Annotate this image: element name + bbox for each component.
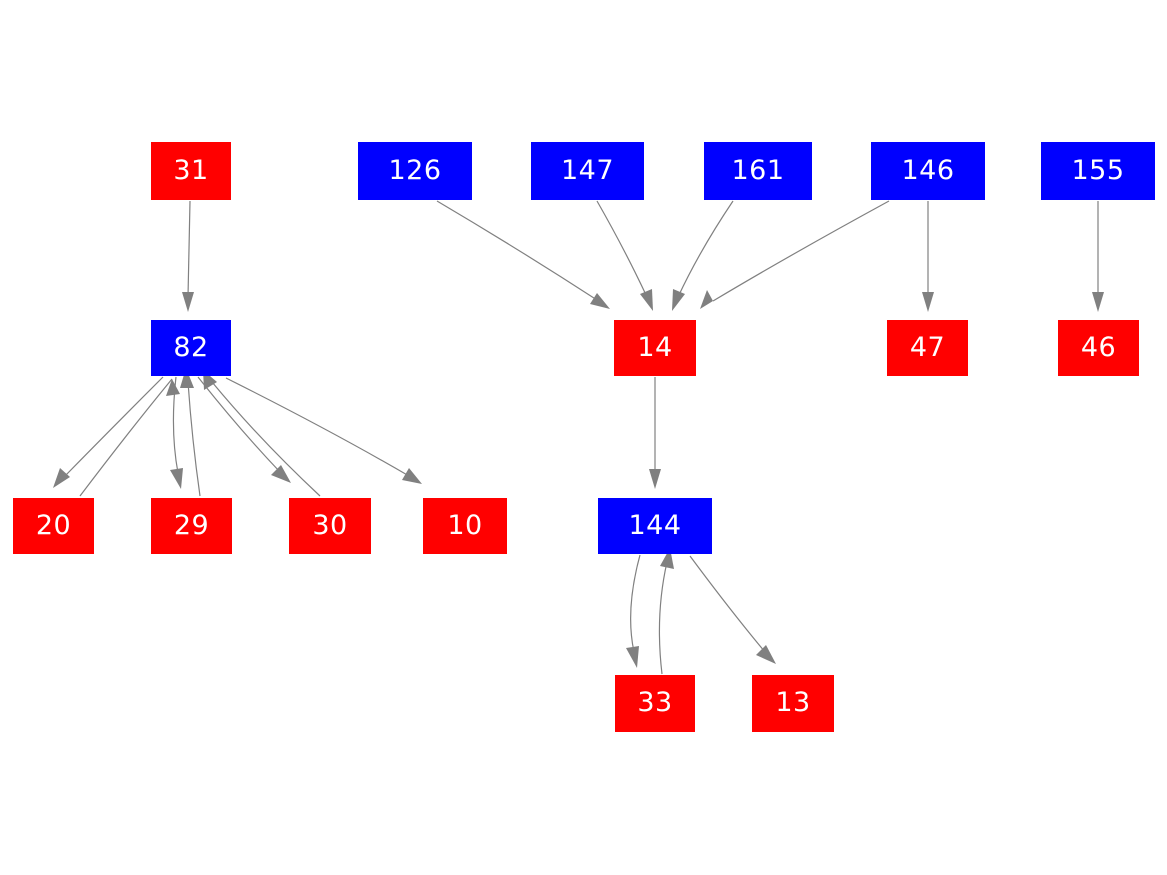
arrowhead-icon (170, 468, 183, 489)
edge-line (197, 376, 281, 473)
graph-node-47[interactable]: 47 (887, 320, 968, 376)
edge-line (712, 200, 890, 302)
edge-14-to-144 (649, 377, 661, 489)
graph-node-label: 144 (628, 509, 682, 541)
arrowhead-icon (672, 289, 685, 311)
edge-line (225, 377, 410, 477)
graph-node-label: 14 (637, 331, 673, 363)
graph-node-14[interactable]: 14 (614, 320, 696, 376)
arrowhead-icon (640, 289, 653, 311)
graph-node-label: 147 (560, 154, 615, 186)
graph-node-label: 33 (637, 687, 673, 718)
edge-line (436, 200, 598, 301)
graph-node-155[interactable]: 155 (1041, 142, 1155, 200)
graph-node-label: 20 (35, 509, 72, 541)
graph-node-13[interactable]: 13 (752, 675, 834, 732)
edge-line (630, 554, 641, 653)
edge-147-to-14 (596, 200, 653, 311)
edge-155-to-46 (1092, 201, 1104, 312)
edge-82-to-29 (170, 376, 183, 489)
arrowhead-icon (590, 293, 610, 309)
edge-82-to-20 (53, 376, 164, 488)
graph-node-126[interactable]: 126 (358, 142, 472, 200)
edge-31-to-82 (182, 200, 194, 312)
edge-line (63, 376, 164, 478)
edge-line (596, 200, 648, 298)
arrowhead-icon (922, 292, 934, 312)
edge-144-to-33 (626, 554, 641, 668)
graph-node-144[interactable]: 144 (598, 498, 712, 554)
arrowhead-icon (53, 468, 70, 488)
edge-82-to-10 (225, 377, 422, 484)
arrowhead-icon (182, 292, 194, 312)
graph-node-label: 10 (447, 509, 483, 541)
edge-82-to-30 (197, 376, 291, 483)
graph-node-82[interactable]: 82 (151, 320, 231, 376)
arrowhead-icon (1092, 292, 1104, 312)
graph-node-label: 47 (909, 331, 946, 363)
edge-line (677, 200, 734, 298)
arrowhead-icon (626, 646, 639, 668)
arrowhead-icon (700, 290, 713, 309)
arrowhead-icon (180, 368, 194, 388)
edge-line (211, 381, 321, 497)
graph-node-29[interactable]: 29 (151, 498, 232, 554)
edge-20-to-82 (79, 378, 180, 497)
graph-node-20[interactable]: 20 (13, 498, 94, 554)
graph-node-33[interactable]: 33 (615, 675, 695, 732)
graph-node-30[interactable]: 30 (289, 498, 371, 554)
graph-node-46[interactable]: 46 (1058, 320, 1139, 376)
graph-node-label: 46 (1080, 331, 1117, 363)
edge-line (172, 376, 179, 474)
edge-30-to-82 (203, 370, 321, 497)
graph-node-146[interactable]: 146 (871, 142, 985, 200)
graph-node-label: 155 (1071, 154, 1125, 186)
edge-146-to-14 (700, 200, 890, 309)
graph-node-label: 82 (173, 331, 209, 363)
edge-line (187, 381, 201, 497)
edge-line (689, 555, 766, 653)
graph-node-label: 31 (173, 154, 209, 186)
edge-line (658, 561, 668, 675)
edge-144-to-13 (689, 555, 776, 664)
arrowhead-icon (649, 469, 661, 489)
edge-29-to-82 (180, 368, 201, 497)
graph-node-161[interactable]: 161 (704, 142, 812, 200)
edge-33-to-144 (658, 548, 674, 675)
edge-line (187, 200, 191, 298)
arrowhead-icon (271, 465, 291, 483)
graph-node-label: 29 (173, 509, 210, 541)
edge-161-to-14 (672, 200, 734, 311)
arrowhead-icon (166, 379, 180, 396)
graph-node-31[interactable]: 31 (151, 142, 231, 200)
edge-146-to-47 (922, 201, 934, 312)
graph-node-label: 30 (312, 509, 348, 541)
graph-node-147[interactable]: 147 (531, 142, 644, 200)
edge-line (79, 378, 173, 497)
edge-126-to-14 (436, 200, 610, 309)
arrowhead-icon (756, 645, 776, 664)
graph-node-10[interactable]: 10 (423, 498, 507, 554)
arrowhead-icon (402, 468, 422, 484)
graph-node-label: 126 (388, 154, 442, 186)
graph-node-label: 146 (901, 154, 955, 186)
graph-node-label: 13 (775, 687, 811, 718)
graph-node-label: 161 (731, 154, 785, 186)
